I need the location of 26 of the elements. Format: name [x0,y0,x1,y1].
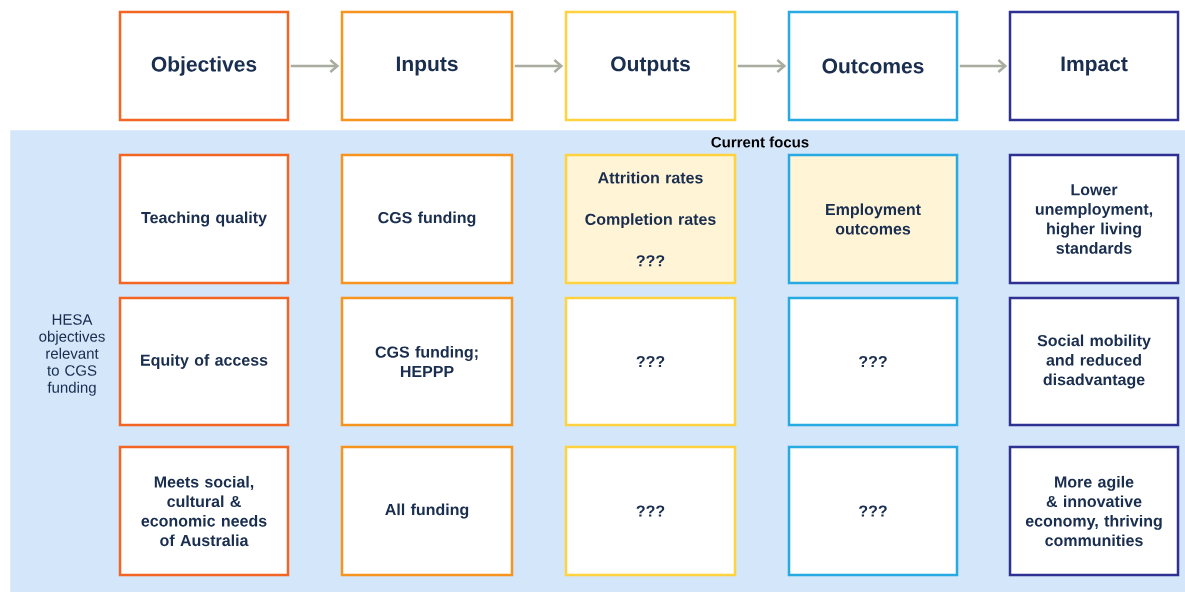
arrow [737,59,787,73]
item-box: Equity of access [118,296,290,427]
stage-box: Outputs [564,10,737,122]
item-box: All funding [340,445,514,577]
arrow [514,59,564,73]
item-box: Lower unemployment, higher living standards [1008,153,1180,285]
arrow [959,59,1008,73]
stage-box: Impact [1008,10,1180,122]
item-box: Teaching quality [118,153,290,285]
stage-box: Outcomes [787,10,959,122]
side-label: HESA objectives relevant to CGS funding [39,314,105,396]
arrow [290,59,340,73]
item-box: CGS funding; HEPPP [340,296,514,427]
item-box: Employment outcomes [787,153,959,285]
item-box: ??? [564,296,737,427]
item-box: ??? [787,445,959,577]
stage-box: Inputs [340,10,514,122]
item-box: CGS funding [340,153,514,285]
item-box: Attrition rates Completion rates ??? [564,153,737,285]
item-box: ??? [564,445,737,577]
stage-box: Objectives [118,10,290,122]
item-box: Meets social, cultural & economic needs of Australia [118,445,290,577]
heading: Current focus [711,136,809,148]
item-box: Social mobility and reduced disadvantage [1008,296,1180,427]
item-box: ??? [787,296,959,427]
item-box: More agile & innovative economy, thriving communities [1008,445,1180,577]
